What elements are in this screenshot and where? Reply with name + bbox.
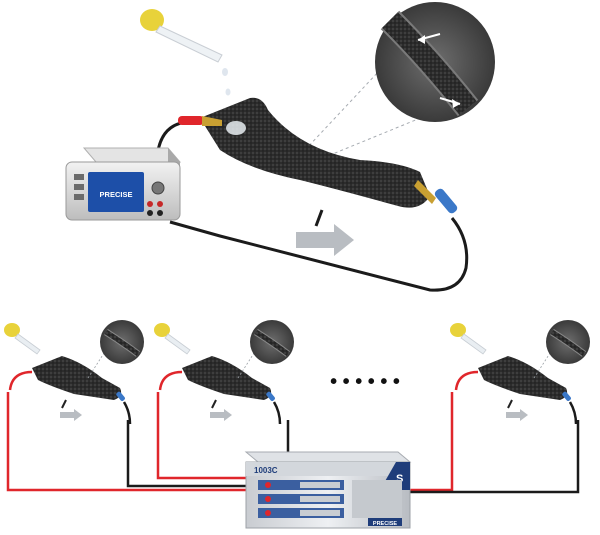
motion-arrow (296, 209, 354, 256)
dropper (140, 9, 223, 63)
chassis-brand-label: PRECISE (373, 521, 397, 527)
mini-setup-2 (154, 320, 294, 424)
zoom-arrow-upper (417, 33, 441, 44)
ellipsis-dots: • • • • • • (330, 371, 400, 393)
meter-screen (88, 172, 144, 212)
meter-knob-icon (151, 181, 165, 195)
zoom-leader (304, 69, 381, 151)
meter-terminals (147, 201, 163, 216)
source-meter: PRECISE (65, 147, 182, 221)
meter-brand-label: PRECISE (100, 190, 133, 199)
zoom-arrow-lower (439, 97, 461, 108)
wet-spot (226, 121, 246, 135)
chassis-logo-icon: S (396, 473, 403, 485)
bottom-array: • • • • • • 1003C S PRECISE (4, 320, 590, 529)
mini-setup-3 (450, 320, 590, 424)
chassis-model-label: 1003C (254, 466, 278, 475)
dropper-bulb (140, 9, 164, 31)
conductive-fabric (200, 97, 430, 208)
zoom-inset (375, 2, 495, 122)
blue-probe (169, 180, 469, 292)
meter-soft-keys (74, 174, 84, 200)
dropper-tube (155, 25, 223, 63)
multichannel-chassis: 1003C S PRECISE (244, 451, 412, 529)
water-droplets (222, 68, 231, 96)
chassis-channel-slots (258, 480, 344, 518)
mini-setup-1 (4, 320, 144, 424)
top-setup: PRECISE (65, 2, 495, 292)
